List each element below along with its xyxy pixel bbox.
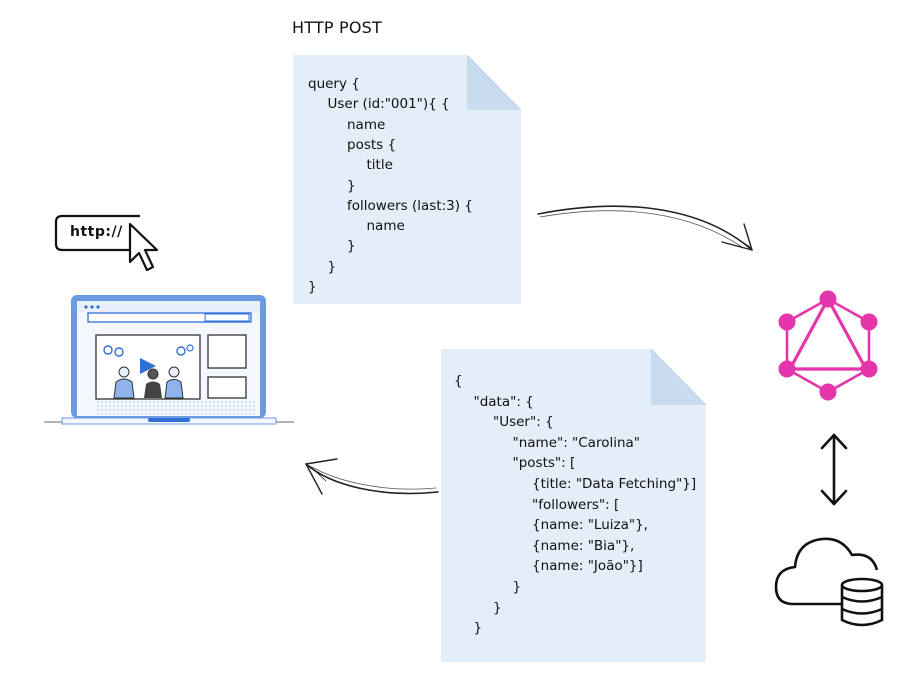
code-line: } [493, 599, 502, 616]
code-line: } [512, 579, 522, 595]
response-arrow [305, 458, 439, 495]
code-line: "data": { [473, 393, 534, 410]
http-post-heading: HTTP POST [292, 18, 383, 37]
code-line: "followers": [ [532, 496, 620, 513]
code-line: title [366, 157, 393, 174]
cursor-icon [128, 222, 159, 272]
code-line: query { [308, 76, 360, 92]
code-line: posts { [347, 136, 397, 153]
request-document [293, 54, 522, 304]
code-line: {name: "João"}] [532, 558, 643, 575]
address-bar-icon [54, 214, 140, 252]
address-bar-text: http:// [70, 224, 123, 240]
code-line: {name: "Luiza"}, [532, 517, 648, 534]
double-arrow-icon [820, 433, 848, 506]
code-line: { [454, 373, 463, 389]
code-line: {title: "Data Fetching"}] [532, 476, 697, 492]
cloud-database-icon [774, 537, 884, 627]
laptop-icon [44, 295, 294, 425]
code-line: } [327, 258, 337, 275]
code-line: User (id:"001"){ { [327, 96, 450, 113]
code-line: name [347, 116, 386, 133]
code-line: name [366, 218, 405, 235]
graphql-icon [778, 290, 878, 401]
request-arrow [537, 205, 753, 251]
code-line: "posts": [ [512, 455, 576, 472]
code-line: } [347, 238, 356, 255]
code-line: {name: "Bia"}, [532, 537, 635, 554]
code-line: } [473, 620, 483, 637]
code-line: } [308, 279, 317, 295]
code-line: followers (last:3) { [347, 197, 473, 214]
code-line: } [347, 177, 356, 194]
response-document [441, 348, 707, 662]
code-line: "User": { [493, 414, 554, 431]
code-line: "name": "Carolina" [512, 434, 641, 451]
